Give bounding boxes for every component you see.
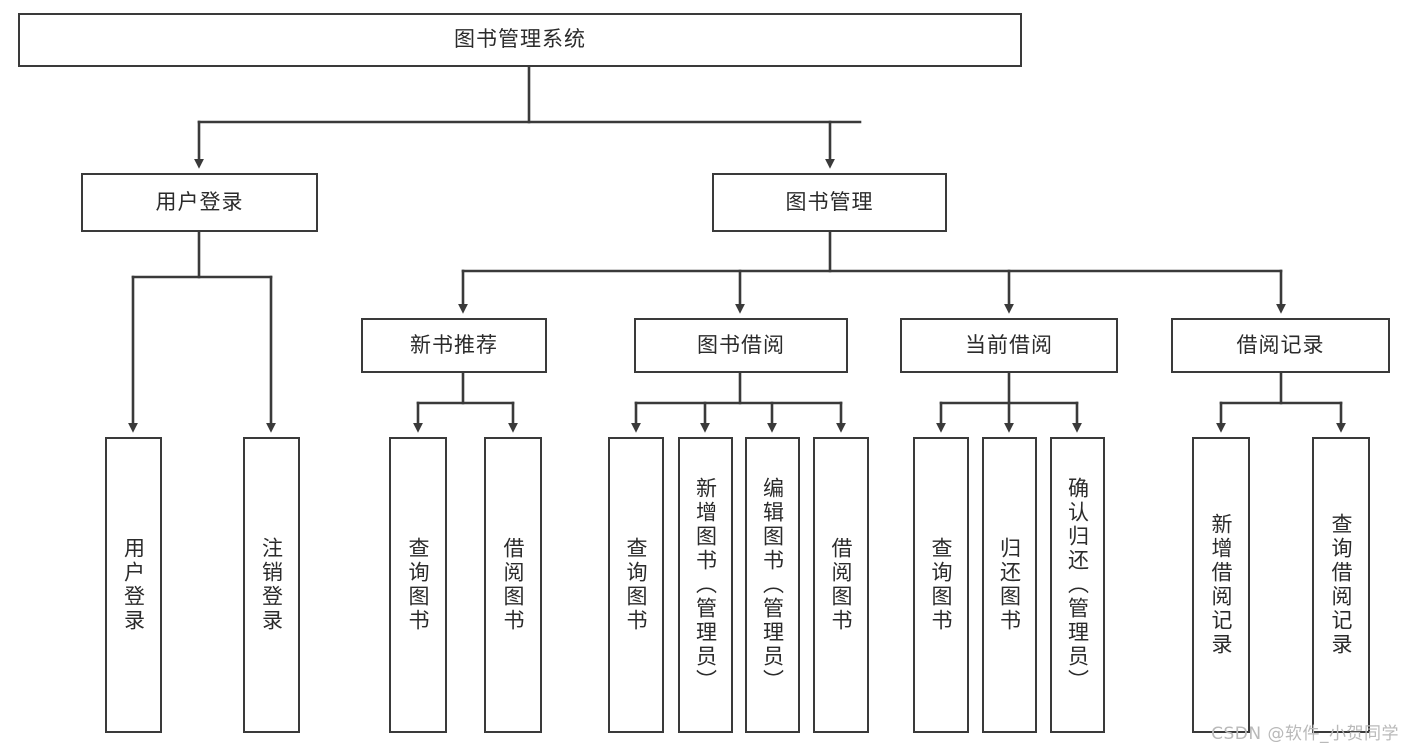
node-user-login[interactable]: 用户登录 [81,173,318,232]
node-label: 用户登录 [155,189,244,214]
leaf-query-book-borrow[interactable]: 查询图书 [608,437,664,733]
node-label: 借阅记录 [1236,332,1325,357]
node-label: 查询图书 [406,537,430,633]
node-book-management[interactable]: 图书管理 [712,173,947,232]
node-label: 编辑图书（管理员） [760,477,785,693]
node-label: 新增借阅记录 [1209,513,1233,657]
node-label: 新书推荐 [410,332,498,357]
leaf-return-book[interactable]: 归还图书 [982,437,1037,733]
node-label: 图书管理系统 [454,27,586,52]
node-book-borrow[interactable]: 图书借阅 [634,318,848,373]
node-label: 借阅图书 [829,537,853,633]
node-label: 借阅图书 [501,537,525,633]
leaf-borrow-book[interactable]: 借阅图书 [813,437,869,733]
node-label: 图书借阅 [697,332,785,357]
leaf-confirm-return-admin[interactable]: 确认归还（管理员） [1050,437,1105,733]
node-label: 查询图书 [929,537,953,633]
node-label: 查询图书 [624,537,648,633]
leaf-borrow-book-recommend[interactable]: 借阅图书 [484,437,542,733]
node-label: 注销登录 [259,537,284,633]
node-label: 图书管理 [785,189,874,214]
node-new-book-recommend[interactable]: 新书推荐 [361,318,547,373]
node-label: 查询借阅记录 [1329,513,1353,657]
leaf-query-borrow-record[interactable]: 查询借阅记录 [1312,437,1370,733]
node-current-borrow[interactable]: 当前借阅 [900,318,1118,373]
node-label: 确认归还（管理员） [1065,477,1090,693]
leaf-user-login[interactable]: 用户登录 [105,437,162,733]
node-label: 用户登录 [121,537,146,633]
node-root-system[interactable]: 图书管理系统 [18,13,1022,67]
leaf-query-book-recommend[interactable]: 查询图书 [389,437,447,733]
csdn-watermark: CSDN @软件_小贺同学 [1211,724,1399,744]
leaf-edit-book-admin[interactable]: 编辑图书（管理员） [745,437,800,733]
leaf-logout[interactable]: 注销登录 [243,437,300,733]
node-borrow-record[interactable]: 借阅记录 [1171,318,1390,373]
node-label: 归还图书 [997,537,1022,633]
leaf-add-borrow-record[interactable]: 新增借阅记录 [1192,437,1250,733]
node-label: 当前借阅 [965,332,1053,357]
leaf-query-book-current[interactable]: 查询图书 [913,437,969,733]
leaf-add-book-admin[interactable]: 新增图书（管理员） [678,437,733,733]
node-label: 新增图书（管理员） [693,477,718,693]
